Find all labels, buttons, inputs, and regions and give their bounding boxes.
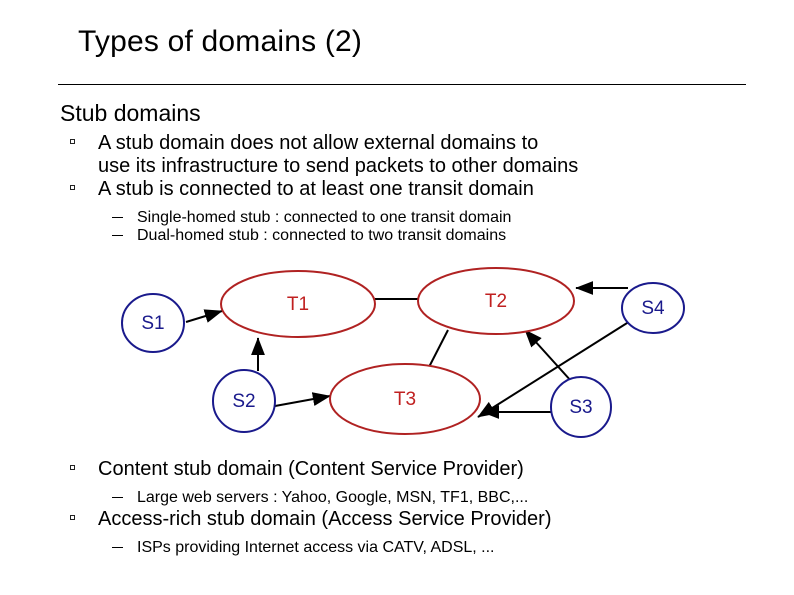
- sub-bullet-text: Large web servers : Yahoo, Google, MSN, …: [137, 489, 529, 506]
- transit-node-shape: [220, 270, 376, 338]
- transit-node-t2[interactable]: T2: [417, 267, 575, 335]
- stub-node-s2[interactable]: S2: [212, 369, 276, 433]
- transit-node-shape: [417, 267, 575, 335]
- bullet-item: Access-rich stub domain (Access Service …: [70, 508, 551, 531]
- stub-node-shape: [550, 376, 612, 438]
- bullet-item: Content stub domain (Content Service Pro…: [70, 458, 524, 481]
- stub-node-s1[interactable]: S1: [121, 293, 185, 353]
- link-s4-t3: [477, 317, 636, 418]
- dash-bullet-icon: [112, 217, 123, 218]
- transit-node-label: T2: [485, 291, 507, 312]
- square-bullet-icon: [70, 139, 75, 144]
- link-t2-t3: [427, 329, 449, 370]
- link-s2-t3: [274, 392, 331, 407]
- section-heading: Stub domains: [60, 100, 201, 126]
- bullet-item: A stub domain does not allow external do…: [70, 132, 578, 178]
- transit-node-t1[interactable]: T1: [220, 270, 376, 338]
- sub-bullet-text: ISPs providing Internet access via CATV,…: [137, 539, 495, 556]
- link-s1-t1: [185, 309, 223, 323]
- dash-bullet-icon: [112, 497, 123, 498]
- bullet-text: Access-rich stub domain (Access Service …: [98, 508, 552, 530]
- sub-bullet-text: Dual-homed stub : connected to two trans…: [137, 227, 507, 244]
- transit-node-label: T1: [287, 294, 309, 315]
- stub-node-shape: [212, 369, 276, 433]
- square-bullet-icon: [70, 465, 75, 470]
- transit-node-shape: [329, 363, 481, 435]
- dash-bullet-icon: [112, 547, 123, 548]
- sub-bullet-text: Single-homed stub : connected to one tra…: [137, 209, 512, 226]
- sub-bullet-item: Large web servers : Yahoo, Google, MSN, …: [112, 488, 528, 507]
- sub-bullet-item: Dual-homed stub : connected to two trans…: [112, 226, 506, 245]
- title-divider: [58, 84, 746, 85]
- stub-node-label: S4: [641, 298, 665, 319]
- link-s3-t2: [524, 329, 573, 383]
- transit-node-t3[interactable]: T3: [329, 363, 481, 435]
- stub-node-shape: [621, 282, 685, 334]
- bullet-text: A stub domain does not allow external do…: [98, 132, 579, 177]
- sub-bullet-item: ISPs providing Internet access via CATV,…: [112, 538, 495, 557]
- stub-node-label: S2: [232, 391, 255, 412]
- sub-bullet-item: Single-homed stub : connected to one tra…: [112, 208, 511, 227]
- square-bullet-icon: [70, 515, 75, 520]
- bullet-item: A stub is connected to at least one tran…: [70, 178, 534, 201]
- stub-node-s4[interactable]: S4: [621, 282, 685, 334]
- stub-node-label: S3: [569, 397, 592, 418]
- stub-node-label: S1: [141, 313, 164, 334]
- square-bullet-icon: [70, 185, 75, 190]
- bullet-text: Content stub domain (Content Service Pro…: [98, 458, 524, 480]
- bullet-text: A stub is connected to at least one tran…: [98, 178, 534, 200]
- stub-node-s3[interactable]: S3: [550, 376, 612, 438]
- dash-bullet-icon: [112, 235, 123, 236]
- links-layer: [185, 281, 636, 419]
- page-title: Types of domains (2): [78, 25, 363, 58]
- stub-node-shape: [121, 293, 185, 353]
- transit-node-label: T3: [394, 389, 416, 410]
